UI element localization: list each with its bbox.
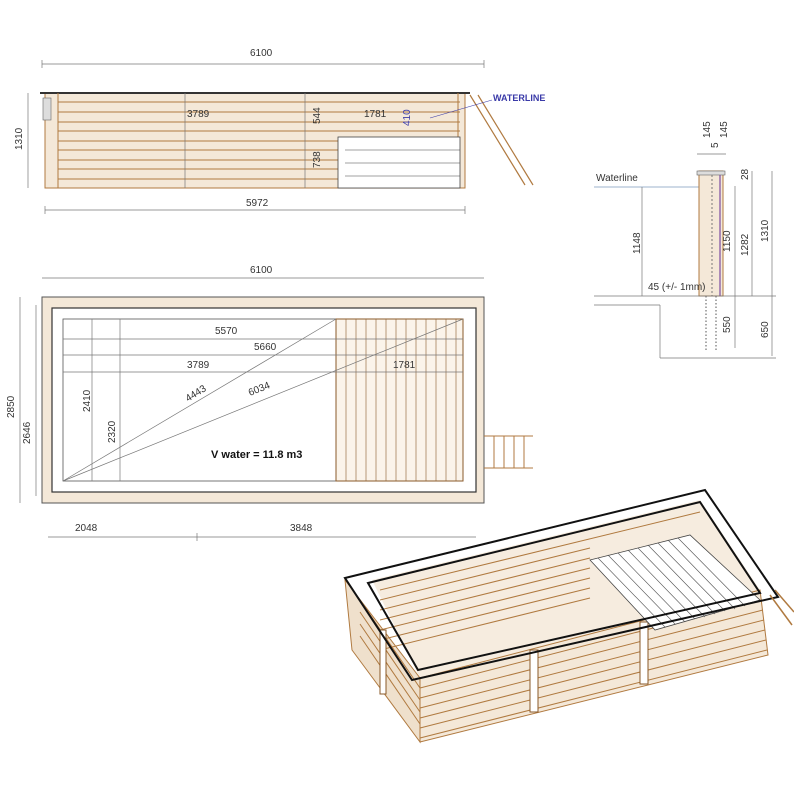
waterline-section-label: Waterline [596,173,638,184]
dim-plan-2646: 2646 [22,421,33,444]
dim-plan-2850: 2850 [6,395,17,418]
ladder-plan [484,435,533,469]
dim-sec-1148: 1148 [632,232,643,254]
dim-plan-1781: 1781 [393,360,416,371]
water-volume-label: V water = 11.8 m3 [211,449,302,461]
dim-sec-tolerance: 45 (+/- 1mm) [648,282,706,293]
side-elevation: 6100 1310 3789 544 1781 4 [14,48,545,214]
dim-plan-5570: 5570 [215,326,238,337]
dim-sec-1150: 1150 [722,230,733,252]
plan-view: 6100 2850 2646 557 [6,265,533,541]
dim-plan-3789: 3789 [187,360,210,371]
dim-plan-2410: 2410 [82,389,93,412]
dim-plan-5660: 5660 [254,342,277,353]
dim-side-5972: 5972 [246,198,269,209]
dim-sec-1282: 1282 [740,233,751,256]
dim-plan-2320: 2320 [107,420,118,443]
dim-side-1781: 1781 [364,109,387,120]
dim-side-3789: 3789 [187,109,210,120]
dim-sec-650: 650 [760,321,771,338]
ladder-side [469,94,534,186]
dim-sec-145-right: 145 [719,121,730,138]
skimmer-icon [42,97,52,121]
wall-section: 145 5 145 Waterline 1148 1150 1282 1310 … [594,121,776,359]
dim-sec-145-left: 145 [702,121,713,138]
dim-plan-6100: 6100 [250,265,273,276]
dim-side-544: 544 [312,107,323,124]
dim-side-6100: 6100 [250,48,273,59]
dim-plan-3848: 3848 [290,523,313,534]
dim-sec-1310: 1310 [760,219,771,242]
waterline-label: WATERLINE [493,93,545,103]
dim-plan-2048: 2048 [75,523,98,534]
dim-side-410: 410 [402,109,413,126]
isometric-view [343,488,794,744]
dim-sec-28: 28 [740,168,751,180]
dim-side-738: 738 [312,151,323,168]
shallow-deck [335,318,464,482]
coping-frame [343,488,780,682]
dim-sec-5: 5 [710,142,721,148]
dim-side-1310: 1310 [14,127,25,150]
dim-sec-550: 550 [722,316,733,333]
